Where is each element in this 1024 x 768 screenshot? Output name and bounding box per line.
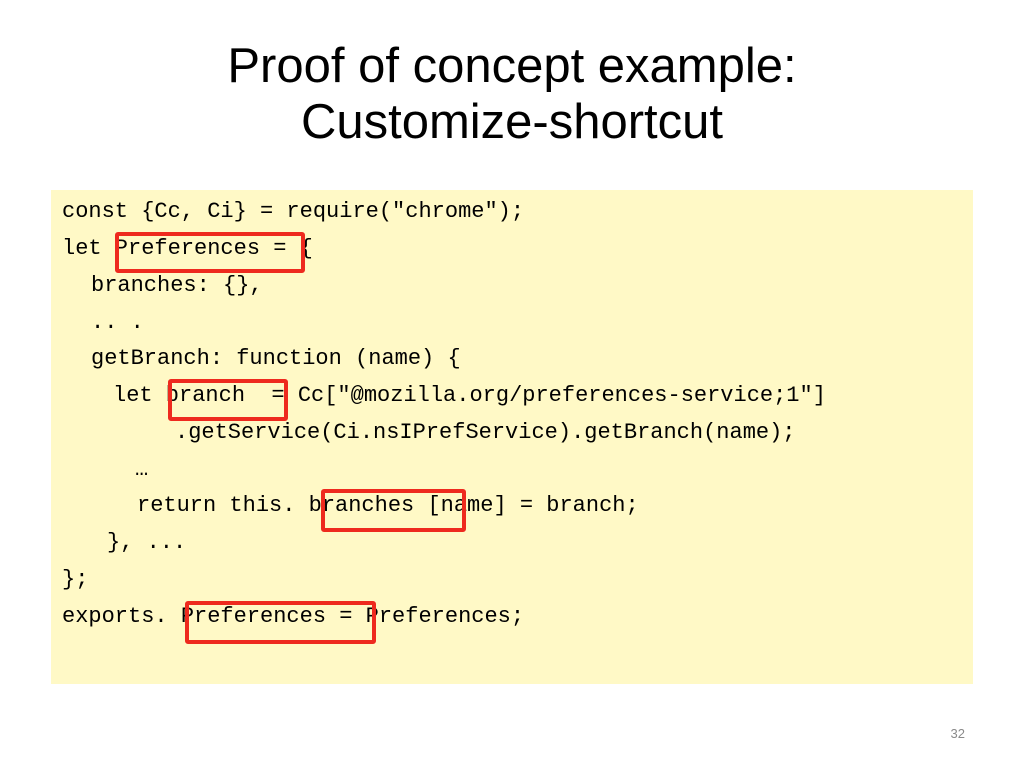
slide-title: Proof of concept example: Customize-shor… [0,38,1024,150]
highlight-box-exports-preferences [185,601,376,644]
slide-title-line-1: Proof of concept example: [227,39,797,93]
code-line-10: }, ... [107,530,187,555]
code-line-11: }; [62,567,89,592]
code-line-4: .. . [91,310,144,335]
highlight-box-branch [168,379,288,421]
highlight-box-branches [321,489,466,532]
code-line-5: getBranch: function (name) { [91,346,461,371]
code-line-8: … [135,457,149,482]
code-line-12: exports. Preferences = Preferences; [62,604,525,629]
code-line-6: let branch = Cc["@mozilla.org/preference… [113,383,826,408]
slide-title-line-2: Customize-shortcut [300,95,724,149]
highlight-box-preferences [115,232,305,273]
code-line-9: return this. branches [name] = branch; [137,493,639,518]
code-block: const {Cc, Ci} = require("chrome"); let … [51,190,973,684]
code-line-1: const {Cc, Ci} = require("chrome"); [62,199,525,224]
page-number: 32 [950,726,965,741]
code-line-2: let Preferences = { [62,236,313,261]
code-line-7: .getService(Ci.nsIPrefService).getBranch… [175,420,796,445]
code-line-3: branches: {}, [91,273,263,298]
